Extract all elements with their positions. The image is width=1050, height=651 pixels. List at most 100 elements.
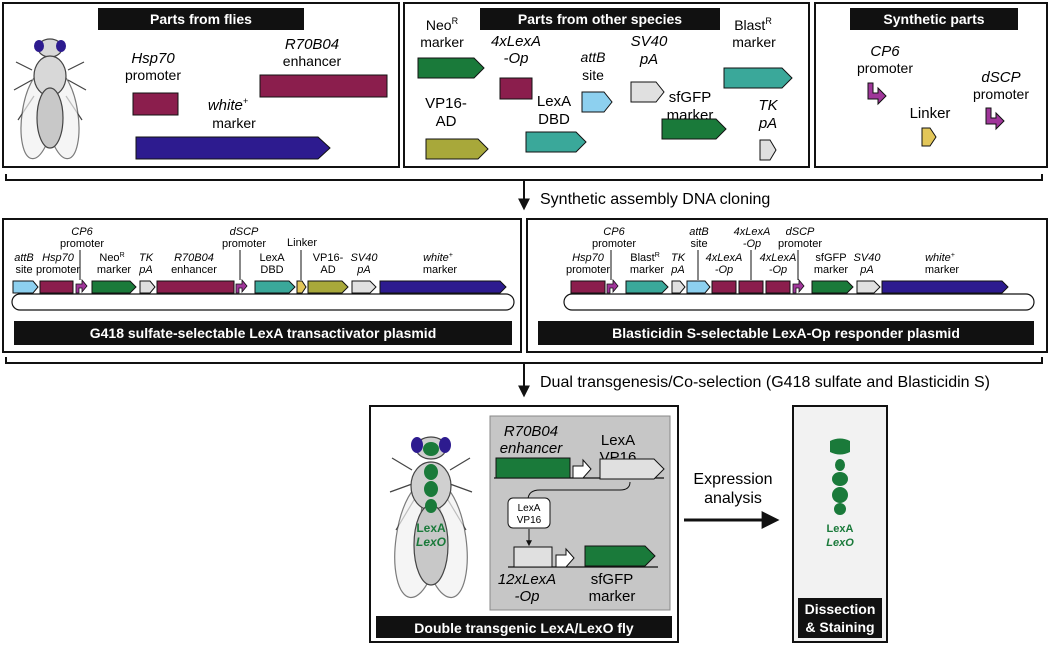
fly-title: Double transgenic LexA/LexO fly [414, 620, 634, 636]
svg-text:enhancer: enhancer [171, 264, 217, 276]
svg-text:promoter: promoter [592, 238, 636, 250]
dissection-panel: LexA LexO Dissection & Staining [792, 405, 888, 643]
svg-text:AD: AD [436, 113, 457, 130]
svg-text:AD: AD [320, 264, 335, 276]
svg-text:BlastR: BlastR [630, 252, 660, 264]
dissection-title-1: Dissection [805, 601, 876, 617]
r70b04-label: R70B04 [285, 36, 339, 53]
svg-text:-Op: -Op [503, 50, 528, 67]
panel-parts-from-flies: Parts from flies Hsp70 promoter R70B04 e… [2, 2, 400, 168]
r70b04-block [259, 74, 388, 98]
svg-text:-Op: -Op [743, 238, 761, 250]
expression-label-1: Expression [693, 471, 772, 488]
svg-text:white+: white+ [423, 252, 453, 264]
tk-label: TK [758, 97, 778, 114]
fly-illustration-top [13, 38, 87, 160]
panel-synthetic-parts: Synthetic parts CP6 promoter dSCP promot… [814, 2, 1048, 168]
panel-parts-from-other-species: Parts from other species NeoR marker 4xL… [403, 2, 810, 168]
svg-text:pA: pA [639, 51, 658, 68]
svg-text:pA: pA [758, 115, 777, 132]
svg-text:Hsp70: Hsp70 [572, 252, 605, 264]
svg-text:DBD: DBD [538, 111, 570, 128]
svg-text:promoter: promoter [566, 264, 610, 276]
lexa-dbd-block [525, 131, 587, 153]
svg-text:marker: marker [732, 34, 776, 50]
svg-text:-Op: -Op [514, 588, 539, 605]
sfgfp-block [661, 118, 727, 140]
svg-text:marker: marker [630, 264, 665, 276]
svg-text:sfGFP: sfGFP [591, 571, 634, 588]
svg-text:promoter: promoter [778, 238, 822, 250]
svg-text:R70B04: R70B04 [174, 252, 214, 264]
svg-text:LexA: LexA [518, 503, 541, 514]
svg-text:TK: TK [671, 252, 686, 264]
svg-text:4xLexA: 4xLexA [706, 252, 743, 264]
svg-text:marker: marker [97, 264, 132, 276]
sv40-label: SV40 [631, 33, 668, 50]
svg-text:-Op: -Op [769, 264, 787, 276]
svg-text:DBD: DBD [260, 264, 283, 276]
svg-text:promoter: promoter [36, 264, 80, 276]
plasmid-transactivator: G418 sulfate-selectable LexA transactiva… [2, 218, 522, 353]
svg-text:12xLexA: 12xLexA [498, 571, 556, 588]
linker-label: Linker [910, 105, 951, 122]
blast-label: BlastR [734, 16, 772, 33]
bracket-1 [5, 174, 1043, 181]
svg-text:promoter: promoter [973, 86, 1029, 102]
svg-text:pA: pA [670, 264, 684, 276]
svg-text:pA: pA [356, 264, 370, 276]
svg-text:LexA: LexA [601, 432, 635, 449]
cp6-label: CP6 [870, 43, 900, 60]
svg-text:promoter: promoter [222, 238, 266, 250]
svg-text:site: site [582, 67, 604, 83]
arrow1-label: Synthetic assembly DNA cloning [540, 191, 770, 208]
svg-text:promoter: promoter [60, 238, 104, 250]
fly-eye-right [56, 40, 66, 52]
bracket-2 [5, 357, 1043, 364]
svg-text:dSCP: dSCP [786, 226, 815, 238]
plasmid2-title: Blasticidin S-selectable LexA-Op respond… [612, 325, 960, 341]
sv40-block [630, 81, 665, 103]
svg-text:-Op: -Op [715, 264, 733, 276]
svg-text:promoter: promoter [857, 60, 913, 76]
blast-block [723, 67, 793, 89]
svg-text:enhancer: enhancer [500, 440, 564, 457]
arrow2-label: Dual transgenesis/Co-selection (G418 sul… [540, 374, 990, 391]
attb-block [581, 91, 613, 113]
svg-text:NeoR: NeoR [99, 252, 124, 264]
svg-text:TK: TK [139, 252, 154, 264]
white-label: white+ [208, 96, 248, 114]
svg-text:CP6: CP6 [603, 226, 625, 238]
svg-text:4xLexA: 4xLexA [734, 226, 771, 238]
svg-text:sfGFP: sfGFP [815, 252, 846, 264]
hsp70-block [132, 92, 179, 116]
sfgfp-label: sfGFP [669, 89, 712, 106]
expression-label-2: analysis [704, 490, 762, 507]
cp6-block [867, 82, 887, 106]
lexa-op-label: 4xLexA [491, 33, 541, 50]
svg-text:marker: marker [589, 588, 636, 605]
dscp-block [985, 107, 1005, 131]
svg-text:attB: attB [689, 226, 709, 238]
linker-block [921, 127, 937, 147]
lexa-dbd-label: LexA [537, 93, 571, 110]
other-title: Parts from other species [518, 11, 682, 27]
svg-text:SV40: SV40 [854, 252, 882, 264]
vp16-label: VP16- [425, 95, 467, 112]
tk-block [759, 139, 777, 161]
dis-lexo-label: LexO [826, 537, 854, 549]
neo-label: NeoR [426, 16, 459, 33]
vp16-block [425, 138, 489, 160]
dscp-label: dSCP [981, 69, 1020, 86]
double-transgenic-panel: LexA LexO R70B04 enhancer LexA VP16 LexA… [369, 405, 679, 643]
svg-text:site: site [690, 238, 707, 250]
fly-lexo-label: LexO [416, 535, 447, 549]
svg-text:Linker: Linker [287, 237, 317, 249]
dis-lexa-label: LexA [827, 523, 854, 535]
svg-text:dSCP: dSCP [230, 226, 259, 238]
plasmid-responder: Blasticidin S-selectable LexA-Op respond… [526, 218, 1048, 353]
dissection-title-2: & Staining [805, 619, 874, 635]
svg-text:pA: pA [859, 264, 873, 276]
synthetic-title: Synthetic parts [883, 11, 984, 27]
